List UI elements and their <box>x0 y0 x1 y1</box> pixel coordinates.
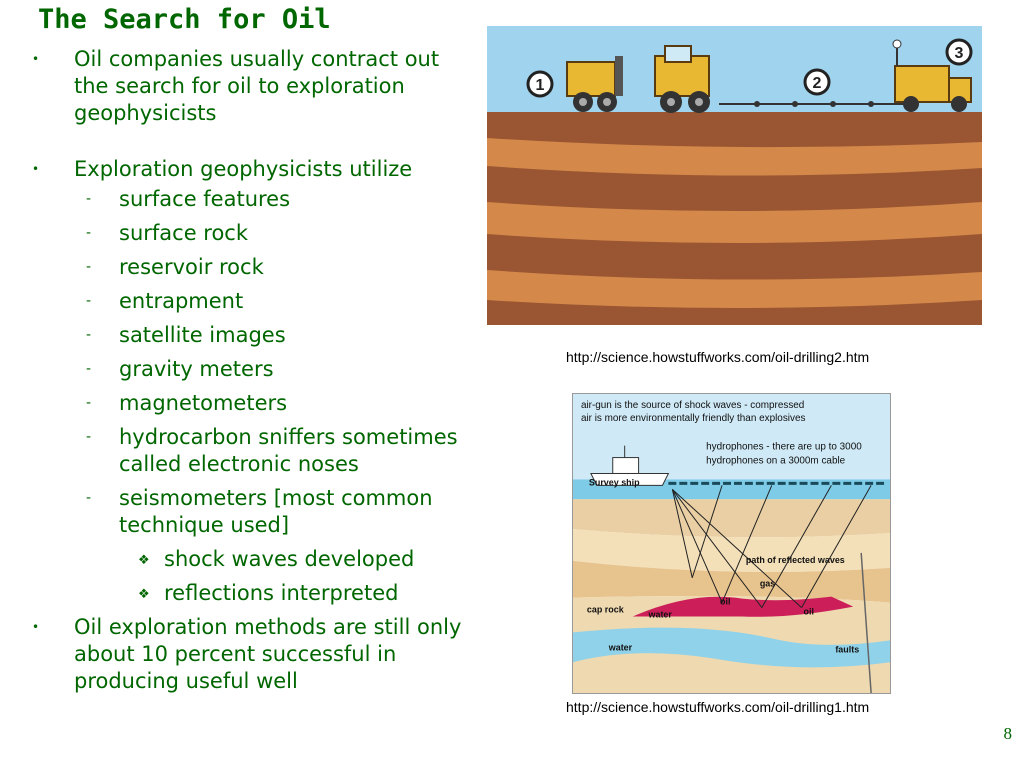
survey-ship-icon <box>590 445 670 486</box>
step-marker-1: 1 <box>526 70 554 98</box>
sub-bullet-text: entrapment <box>119 289 244 313</box>
vibrator-truck-icon <box>654 45 710 113</box>
svg-text:cap rock: cap rock <box>587 605 624 615</box>
bullet-marker: • <box>32 162 40 176</box>
dash-marker: - <box>86 490 92 506</box>
svg-text:Survey ship: Survey ship <box>589 477 640 487</box>
sub-bullet-item: - satellite images <box>30 322 470 349</box>
bullet-item: • Oil exploration methods are still only … <box>30 614 470 695</box>
sub-bullet-item: - seismometers [most common technique use… <box>30 485 470 539</box>
svg-text:water: water <box>648 610 673 620</box>
bullet-text: Oil exploration methods are still only a… <box>74 615 462 693</box>
bullet-list: • Oil companies usually contract out the … <box>30 46 470 698</box>
subsub-bullet-text: reflections interpreted <box>164 581 399 605</box>
sub-bullet-text: magnetometers <box>119 391 288 415</box>
sub-bullet-text: reservoir rock <box>119 255 264 279</box>
slide-title: The Search for Oil <box>38 4 331 35</box>
sub-bullet-item: - surface rock <box>30 220 470 247</box>
svg-text:2: 2 <box>813 75 822 92</box>
sub-bullet-item: - reservoir rock <box>30 254 470 281</box>
sub-bullet-text: satellite images <box>119 323 286 347</box>
svg-text:3: 3 <box>955 45 964 62</box>
sub-bullet-text: seismometers [most common technique used… <box>119 486 433 537</box>
dash-marker: - <box>86 361 92 377</box>
sub-bullet-item: - hydrocarbon sniffers sometimes called e… <box>30 424 470 478</box>
svg-text:oil: oil <box>804 607 814 617</box>
dash-marker: - <box>86 293 92 309</box>
figure2-caption[interactable]: http://science.howstuffworks.com/oil-dri… <box>566 699 870 715</box>
svg-text:path of reflected waves: path of reflected waves <box>746 555 845 565</box>
dash-marker: - <box>86 395 92 411</box>
sub-bullet-text: surface features <box>119 187 291 211</box>
bullet-item: • Exploration geophysicists utilize <box>30 156 470 183</box>
figure1-caption[interactable]: http://science.howstuffworks.com/oil-dri… <box>566 349 870 365</box>
page-number: 8 <box>1003 724 1013 743</box>
vibrator-truck-icon <box>566 56 623 112</box>
bullet-text: Oil companies usually contract out the s… <box>74 47 440 125</box>
diamond-marker-icon: ❖ <box>138 553 150 568</box>
step-marker-3: 3 <box>945 38 973 66</box>
svg-text:hydrophones - there are up to: hydrophones - there are up to 3000 <box>706 442 862 453</box>
dash-marker: - <box>86 225 92 241</box>
recording-truck-icon <box>892 39 972 112</box>
dash-marker: - <box>86 259 92 275</box>
marine-seismic-diagram: air-gun is the source of shock waves - c… <box>572 393 891 694</box>
subsub-bullet-item: ❖ reflections interpreted <box>30 580 470 607</box>
bullet-text: Exploration geophysicists utilize <box>74 157 413 181</box>
svg-text:air is more environmentally fr: air is more environmentally friendly tha… <box>581 413 806 424</box>
diamond-marker-icon: ❖ <box>138 587 150 602</box>
sub-bullet-text: hydrocarbon sniffers sometimes called el… <box>119 425 458 476</box>
dash-marker: - <box>86 327 92 343</box>
bullet-marker: • <box>32 620 40 634</box>
sub-bullet-item: - entrapment <box>30 288 470 315</box>
subsub-bullet-item: ❖ shock waves developed <box>30 546 470 573</box>
svg-text:oil: oil <box>720 597 730 607</box>
sub-bullet-item: - surface features <box>30 186 470 213</box>
seismic-survey-illustration: 1 2 3 <box>487 26 982 325</box>
svg-text:gas: gas <box>760 579 775 589</box>
svg-text:water: water <box>608 642 633 652</box>
svg-text:air-gun is the source of shock: air-gun is the source of shock waves - c… <box>581 400 804 411</box>
svg-text:hydrophones on a 3000m cable: hydrophones on a 3000m cable <box>706 456 846 467</box>
step-marker-2: 2 <box>803 68 831 96</box>
dash-marker: - <box>86 191 92 207</box>
svg-text:1: 1 <box>536 77 545 94</box>
bullet-marker: • <box>32 52 40 66</box>
sub-bullet-item: - gravity meters <box>30 356 470 383</box>
sub-bullet-text: gravity meters <box>119 357 274 381</box>
bullet-item: • Oil companies usually contract out the … <box>30 46 470 127</box>
svg-text:faults: faults <box>835 644 859 654</box>
sub-bullet-text: surface rock <box>119 221 249 245</box>
dash-marker: - <box>86 429 92 445</box>
subsub-bullet-text: shock waves developed <box>164 547 415 571</box>
sub-bullet-item: - magnetometers <box>30 390 470 417</box>
